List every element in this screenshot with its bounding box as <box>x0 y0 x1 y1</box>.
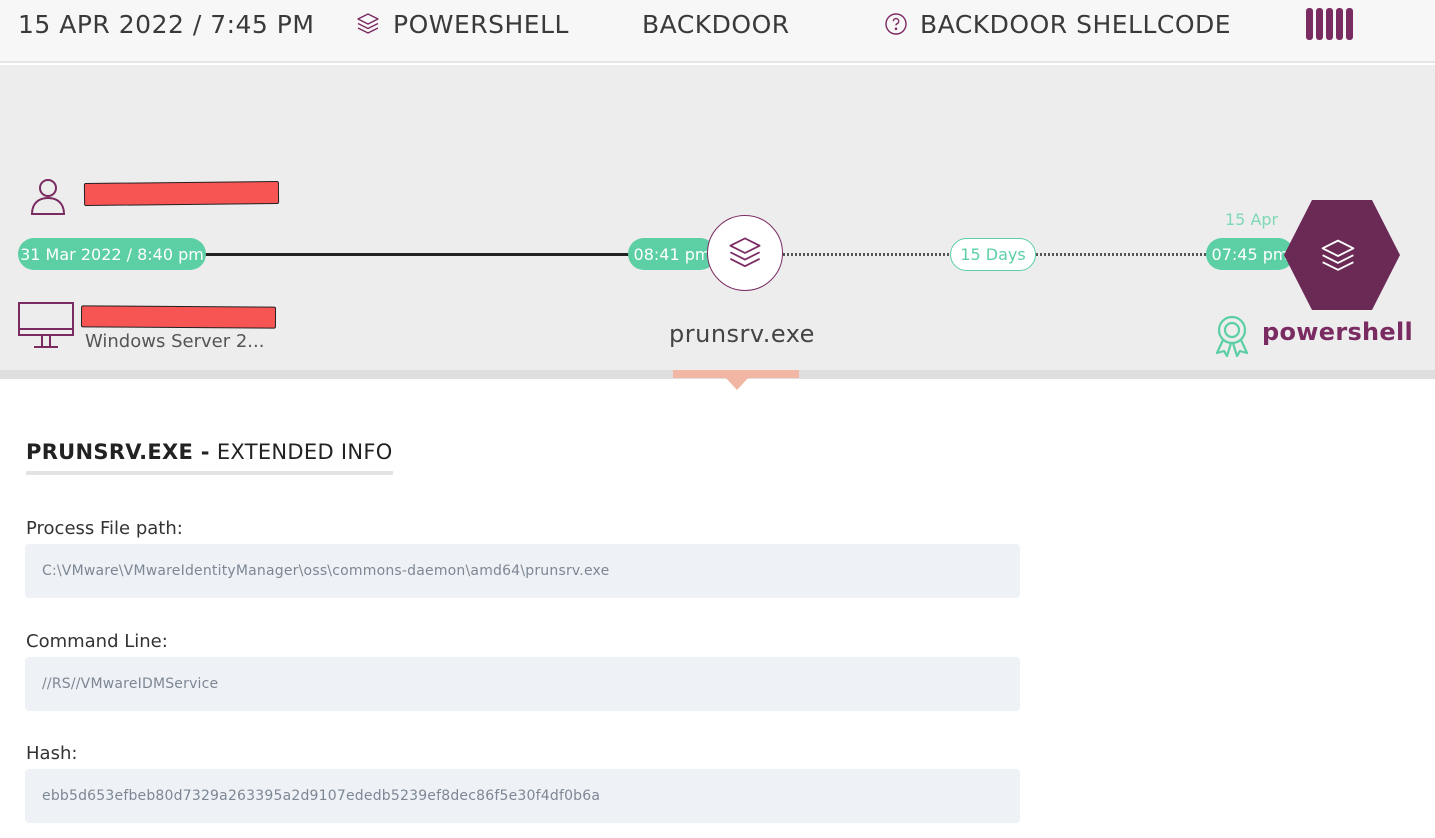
severity-bar <box>1336 8 1343 40</box>
layers-icon <box>729 237 761 268</box>
severity-bar <box>1346 8 1353 40</box>
monitor-icon <box>18 302 74 348</box>
file-path-label: Process File path: <box>26 518 183 539</box>
end-process-label[interactable]: powershell <box>1262 318 1414 346</box>
start-time-pill: 31 Mar 2022 / 8:40 pm <box>18 238 206 270</box>
alert-header: 15 APR 2022 / 7:45 PM POWERSHELL BACKDOO… <box>0 0 1435 63</box>
layers-icon <box>1321 239 1355 271</box>
process-node-prunsrv[interactable] <box>707 215 783 291</box>
host-os: Windows Server 2... <box>85 331 265 352</box>
redacted-hostname <box>80 305 277 329</box>
award-ribbon-icon <box>1215 315 1249 357</box>
hash-field[interactable]: ebb5d653efbeb80d7329a263395a2d9107ededb5… <box>25 769 1020 823</box>
extended-info-process: PRUNSRV.EXE - <box>26 440 210 464</box>
selected-process-arrow <box>725 377 749 390</box>
alert-category: BACKDOOR <box>642 9 790 39</box>
selected-process-indicator <box>673 370 799 378</box>
severity-bar <box>1306 8 1313 40</box>
layers-icon <box>357 13 379 34</box>
question-circle-icon[interactable] <box>884 12 908 36</box>
severity-bar <box>1326 8 1333 40</box>
command-line-label: Command Line: <box>26 631 168 652</box>
end-time-pill: 07:45 pm <box>1206 238 1294 270</box>
alert-datetime: 15 APR 2022 / 7:45 PM <box>18 9 315 39</box>
severity-bar <box>1316 8 1323 40</box>
alert-process: POWERSHELL <box>355 0 569 48</box>
extended-info-title: PRUNSRV.EXE - EXTENDED INFO <box>26 440 393 475</box>
file-path-field[interactable]: C:\VMware\VMwareIdentityManager\oss\comm… <box>25 544 1020 598</box>
end-date: 15 Apr <box>1225 210 1279 229</box>
timeline-dotted-line <box>1036 253 1208 256</box>
redacted-username <box>83 180 280 207</box>
severity-bars <box>1306 8 1353 40</box>
mid-time-pill: 08:41 pm <box>628 238 716 270</box>
hash-label: Hash: <box>26 743 78 764</box>
user-icon <box>30 179 66 215</box>
command-line-field[interactable]: //RS//VMwareIDMService <box>25 657 1020 711</box>
mid-process-label[interactable]: prunsrv.exe <box>669 320 815 348</box>
gap-duration-pill: 15 Days <box>950 238 1036 271</box>
alert-detection-label: BACKDOOR SHELLCODE <box>920 9 1232 39</box>
alert-process-label: POWERSHELL <box>393 9 569 39</box>
extended-info-subtitle: EXTENDED INFO <box>216 440 393 464</box>
alert-detection: BACKDOOR SHELLCODE <box>884 0 1231 48</box>
timeline-dotted-line <box>783 253 951 256</box>
timeline-line <box>205 253 630 256</box>
